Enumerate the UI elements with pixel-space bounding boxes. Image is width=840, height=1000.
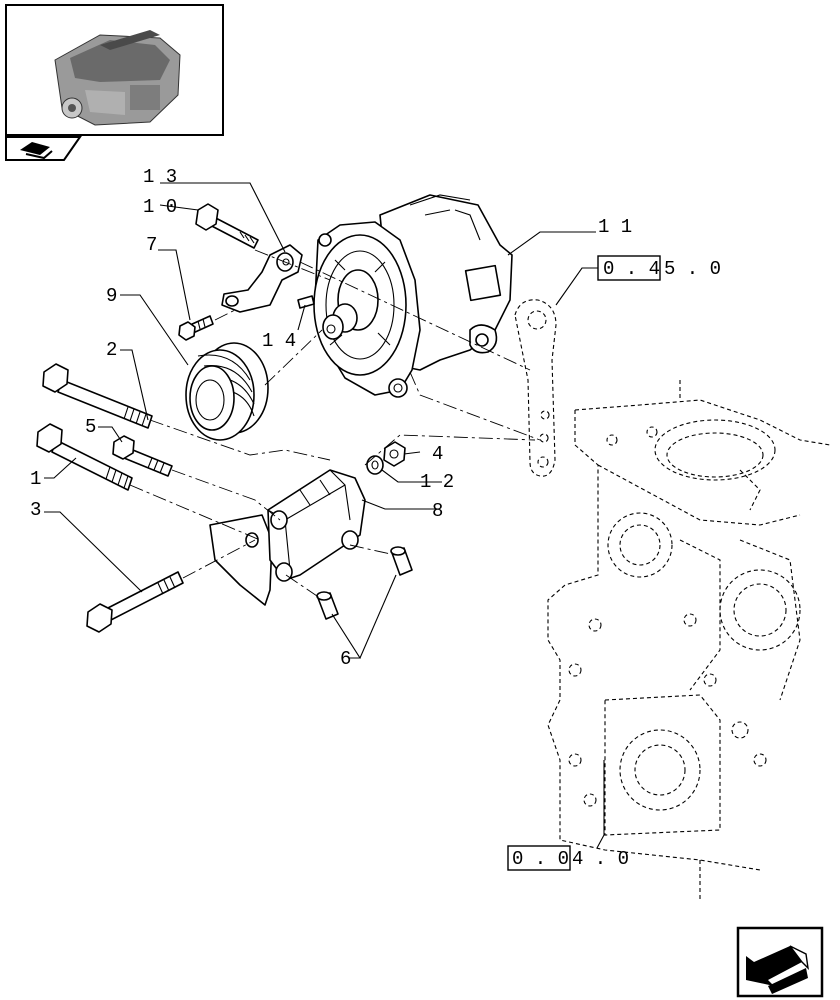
- pin-14: [297, 295, 315, 309]
- callout-12: 1 2: [420, 471, 454, 493]
- callout-7: 7: [146, 234, 157, 256]
- nut-4: [383, 441, 406, 467]
- previous-page-button[interactable]: [736, 926, 824, 998]
- callout-labels: 1 3 1 0 7 9 2 1 4 5 1 3 1 1 4 1 2 8 6: [30, 166, 632, 670]
- callout-9: 9: [106, 285, 117, 307]
- callout-5: 5: [85, 416, 96, 438]
- callout-3: 3: [30, 499, 41, 521]
- reference-045-boxed: 0 . 4: [603, 258, 660, 280]
- alternator: [313, 194, 513, 398]
- callout-6: 6: [340, 648, 351, 670]
- callout-11: 1 1: [598, 216, 632, 238]
- bushing-6b: [316, 591, 339, 620]
- callout-14: 1 4: [262, 330, 296, 352]
- assembly-centerlines: [129, 249, 541, 599]
- engine-thumbnail-icon: [54, 30, 181, 126]
- adjuster-strap-outline: [514, 299, 557, 477]
- reference-004-boxed: 0 . 0: [512, 848, 569, 870]
- callout-4: 4: [432, 443, 443, 465]
- pulley-9: [185, 342, 269, 441]
- bolt-5: [112, 435, 173, 477]
- previous-page-arrow-icon: [746, 945, 809, 994]
- support-bracket-8: [209, 469, 366, 606]
- washer-12: [366, 455, 384, 475]
- callout-2: 2: [106, 339, 117, 361]
- book-tab-icon: [20, 142, 53, 160]
- callout-8: 8: [432, 500, 443, 522]
- book-tab[interactable]: [5, 136, 82, 161]
- callout-1: 1: [30, 468, 41, 490]
- engine-block-outline: [547, 380, 831, 900]
- reference-045[interactable]: 0 . 4 5 . 0: [597, 255, 721, 281]
- bolt-10: [195, 203, 259, 249]
- reference-004[interactable]: 0 . 0 4 . 0: [507, 845, 629, 871]
- engine-thumbnail[interactable]: [5, 4, 224, 136]
- callout-13: 1 3: [143, 166, 177, 188]
- bolt-1: [36, 423, 133, 491]
- reference-004-rest: 4 . 0: [572, 848, 629, 870]
- bolt-7: [178, 315, 214, 341]
- reference-045-rest: 5 . 0: [664, 258, 721, 280]
- bushing-6a: [390, 546, 413, 576]
- link-bracket: [221, 244, 303, 313]
- bolt-2: [42, 363, 153, 429]
- bolt-3: [86, 571, 184, 633]
- leader-lines: [44, 182, 605, 849]
- callout-10: 1 0: [143, 196, 177, 218]
